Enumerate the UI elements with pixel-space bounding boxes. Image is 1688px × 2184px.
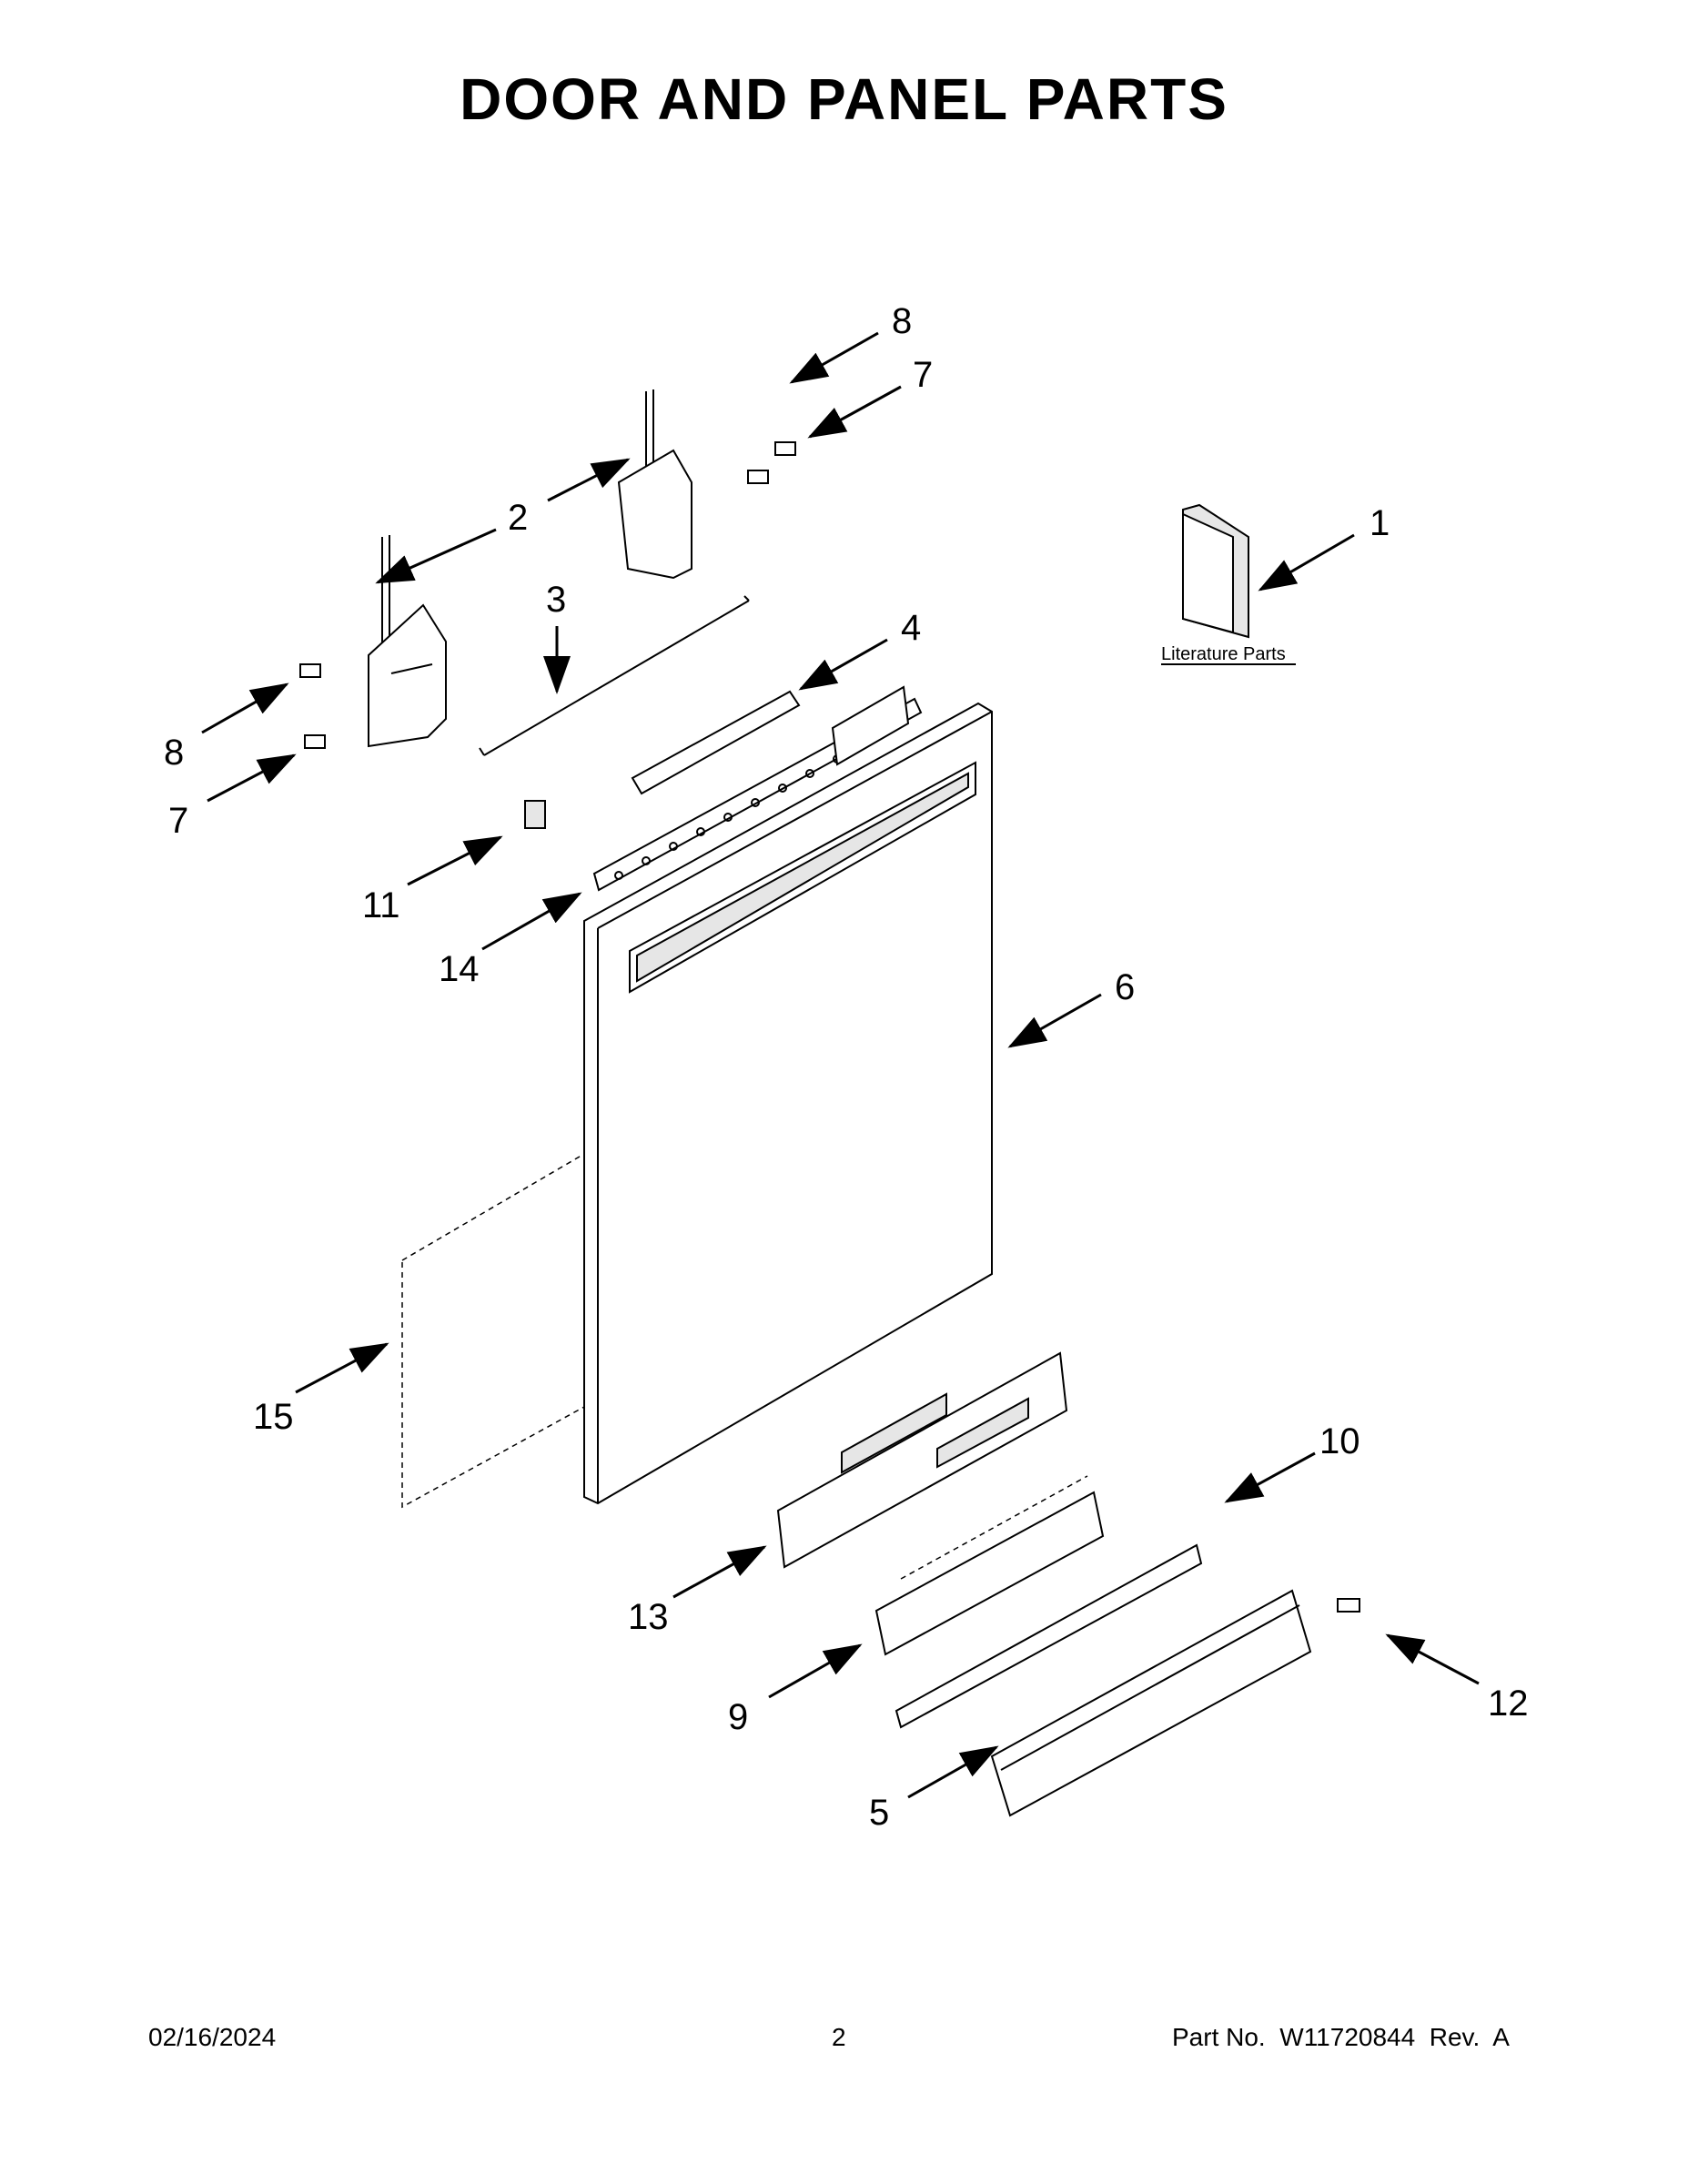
footer-page-number: 2 [832,2023,846,2051]
callout-9: 9 [728,1697,748,1737]
callout-7-left: 7 [168,801,188,841]
part-11-clip [524,800,546,829]
callout-11: 11 [362,885,400,925]
callout-6: 6 [1115,967,1135,1007]
callout-14: 14 [439,949,480,989]
callout-5: 5 [869,1793,889,1833]
part-2-hinge-left [368,535,447,748]
part-8-screw-left [299,663,321,678]
callout-7-right: 7 [913,355,933,395]
page-title: DOOR AND PANEL PARTS [460,66,1228,132]
part-4-handle-bracket [631,685,910,795]
part-6-outer-door-panel [583,702,993,1505]
callout-10: 10 [1319,1421,1360,1461]
part-10-strip [895,1543,1203,1729]
part-2-hinge-right [617,389,692,580]
footer-date: 02/16/2024 [148,2023,277,2051]
part-13-foam-block [776,1351,1068,1569]
callout-3: 3 [546,580,566,620]
part-7-screw-right [774,441,796,456]
part-5-toe-panel [990,1589,1312,1817]
callout-8-right: 8 [892,301,912,341]
callout-12: 12 [1488,1684,1529,1724]
callout-2: 2 [508,498,528,538]
callout-13: 13 [628,1597,669,1637]
part-1-literature: Literature Parts [1161,503,1296,665]
part-7-screw-left [304,734,326,749]
callout-8-left: 8 [164,733,184,773]
part-3-rod [479,595,750,756]
callout-1: 1 [1370,503,1390,543]
callout-15: 15 [253,1397,294,1437]
callout-4: 4 [901,608,921,648]
part-12-screw [1337,1598,1360,1613]
part-15-panel-sheet [401,1152,585,1509]
literature-label: Literature Parts [1161,644,1286,664]
footer-part-number: Part No. W11720844 Rev. A [1172,2023,1510,2051]
part-9-foam-block [874,1475,1105,1656]
part-8-screw-right [747,470,769,484]
leader-arrows [201,331,1480,1799]
callout-labels: 1 2 3 4 5 6 7 7 8 8 9 10 11 12 13 14 15 [164,301,1529,1833]
